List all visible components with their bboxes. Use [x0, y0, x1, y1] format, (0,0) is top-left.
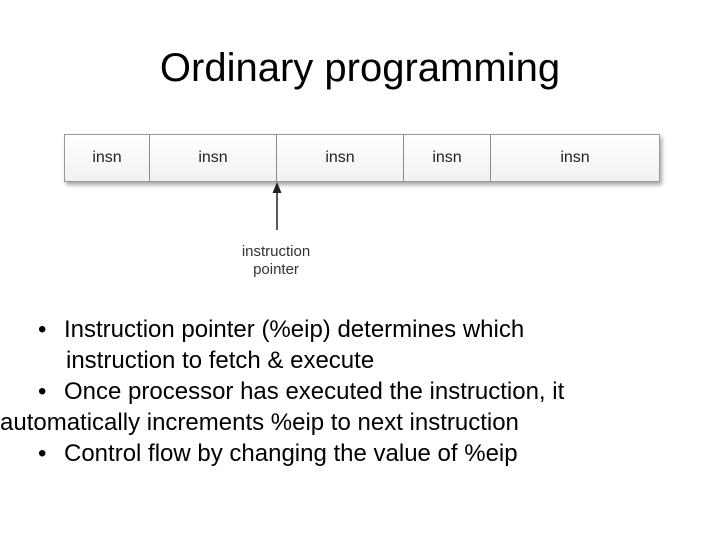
- instruction-cell: insn: [404, 135, 491, 181]
- instruction-cell: insn: [491, 135, 659, 181]
- bullet-item: • Control flow by changing the value of %…: [38, 438, 698, 469]
- pointer-label-line: pointer: [253, 261, 299, 278]
- bullet-list: • Instruction pointer (%eip) determines w…: [0, 314, 698, 469]
- bullet-marker: •: [38, 440, 47, 467]
- pointer-label-line: instruction: [241, 243, 311, 260]
- bullet-text-continuation: instruction to fetch & execute: [66, 347, 375, 374]
- bullet-item: • Once processor has executed the instruc…: [38, 376, 698, 407]
- pointer-label: instruction pointer: [216, 243, 336, 279]
- instruction-cell: insn: [277, 135, 404, 181]
- bullet-marker: •: [38, 316, 47, 343]
- bullet-item: • Instruction pointer (%eip) determines w…: [38, 314, 698, 345]
- instruction-cell: insn: [150, 135, 277, 181]
- instruction-strip: insn insn insn insn insn: [64, 134, 660, 182]
- pointer-arrow-icon: [272, 182, 282, 230]
- bullet-text: Once processor has executed the instruct…: [64, 378, 565, 405]
- bullet-text: Instruction pointer (%eip) determines wh…: [64, 316, 525, 343]
- instruction-cell: insn: [65, 135, 150, 181]
- pointer-arrow-head: [272, 182, 282, 193]
- bullet-text-continuation: automatically increments %eip to next in…: [0, 409, 519, 436]
- instruction-diagram: insn insn insn insn insn instruction poi…: [64, 134, 660, 279]
- slide-title: Ordinary programming: [159, 46, 561, 90]
- bullet-marker: •: [38, 378, 47, 405]
- bullet-text: Control flow by changing the value of %e…: [64, 440, 518, 467]
